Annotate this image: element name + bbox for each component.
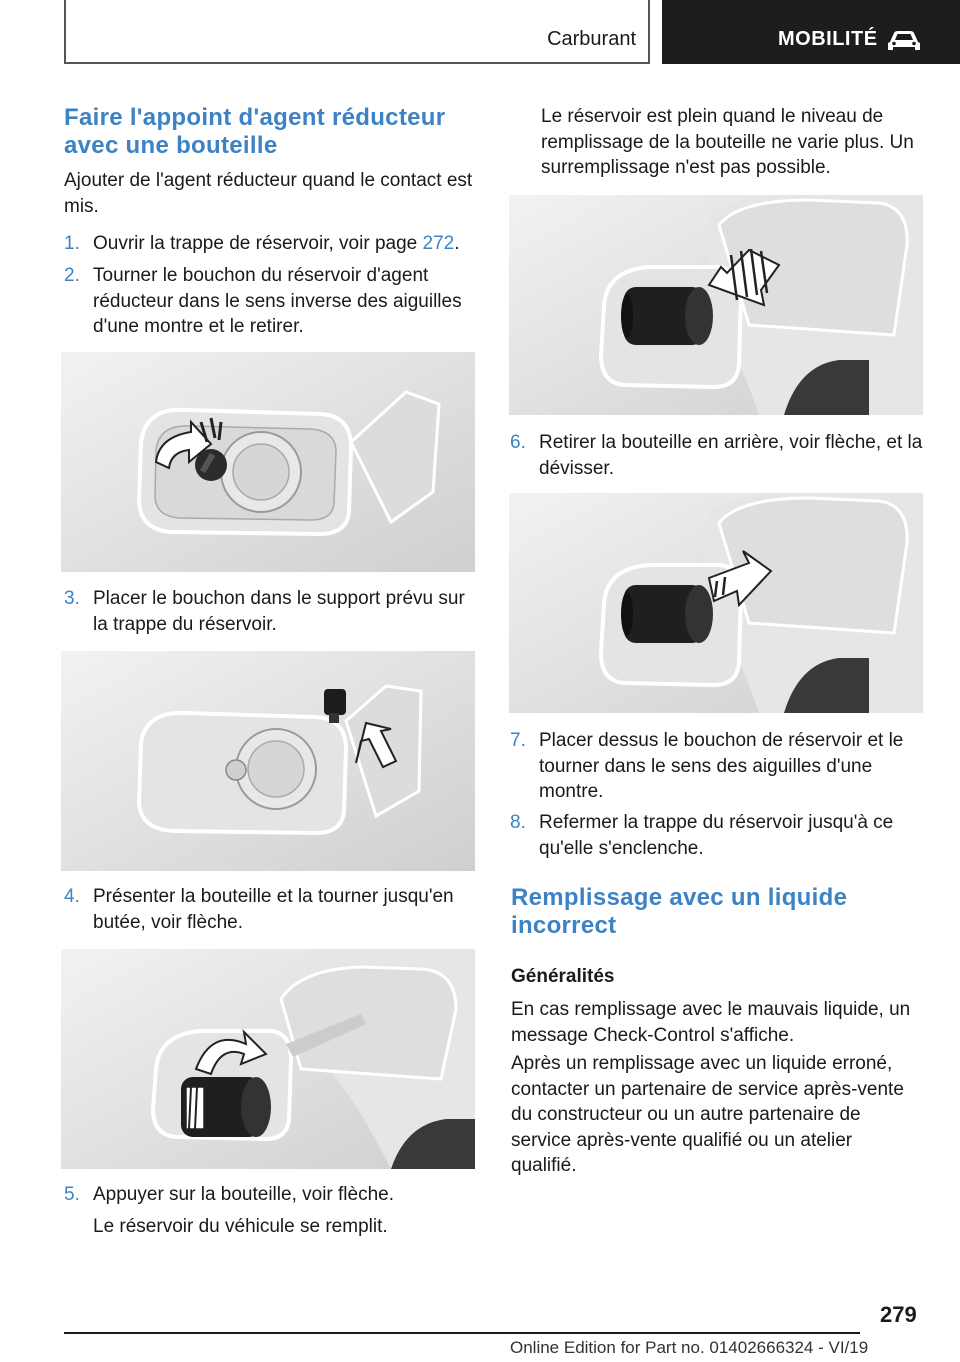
- figure-place-cap: [61, 651, 475, 871]
- car-icon: [888, 31, 920, 50]
- step-text: Appuyer sur la bouteille, voir flèche.: [93, 1184, 394, 1205]
- figure-attach-bottle: [61, 949, 475, 1169]
- header-section-title: Carburant: [547, 28, 636, 50]
- step-text: Placer le bouchon dans le support prévu …: [93, 588, 465, 635]
- step-number: 3.: [64, 588, 80, 609]
- intro-paragraph: Ajouter de l'agent réducteur quand le co…: [64, 170, 473, 217]
- full-level-paragraph: Le réservoir est plein quand le niveau d…: [541, 106, 914, 178]
- section-heading-refill: Faire l'appoint d'agent réducteur avec u…: [64, 104, 446, 159]
- figure-remove-bottle: [509, 493, 923, 713]
- header-bottom-border: [64, 62, 650, 64]
- step-5-note: Le réservoir du véhicule se remplit.: [93, 1216, 388, 1237]
- figure-press-bottle: [509, 195, 923, 415]
- step-text: Refermer la trappe du réservoir jusqu'à …: [539, 812, 894, 859]
- step-text: Placer dessus le bouchon de réservoir et…: [539, 730, 904, 802]
- subheading-general: Généralités: [511, 966, 615, 987]
- header-chapter-label: MOBILITÉ: [778, 28, 878, 50]
- step-text: Ouvrir la trappe de réservoir, voir page: [93, 233, 423, 254]
- header-left-border: [64, 0, 66, 64]
- step-text: Présenter la bouteille et la tourner jus…: [93, 886, 454, 933]
- step-number: 5.: [64, 1184, 80, 1205]
- step-number: 2.: [64, 265, 80, 286]
- header-separator: [648, 0, 650, 64]
- paragraph-check-control: En cas remplissage avec le mauvais liqui…: [511, 999, 911, 1046]
- figure-remove-cap: [61, 352, 475, 572]
- step-number: 6.: [510, 432, 526, 453]
- step-number: 1.: [64, 233, 80, 254]
- step-number: 4.: [64, 886, 80, 907]
- step-text: Retirer la bouteille en arrière, voir fl…: [539, 432, 923, 479]
- footer-edition: Online Edition for Part no. 01402666324 …: [510, 1338, 869, 1357]
- footer-rule: [64, 1332, 860, 1334]
- page-number: 279: [880, 1302, 917, 1327]
- page-link[interactable]: 272: [422, 233, 455, 254]
- step-number: 8.: [510, 812, 526, 833]
- step-number: 7.: [510, 730, 526, 751]
- paragraph-contact-partner: Après un remplissage avec un liquide err…: [511, 1053, 904, 1176]
- section-heading-wrong-liquid: Remplissage avec un liquide incorrect: [511, 884, 848, 939]
- step-text: Tourner le bouchon du réservoir d'agent …: [93, 265, 462, 337]
- step-text-end: .: [454, 233, 460, 254]
